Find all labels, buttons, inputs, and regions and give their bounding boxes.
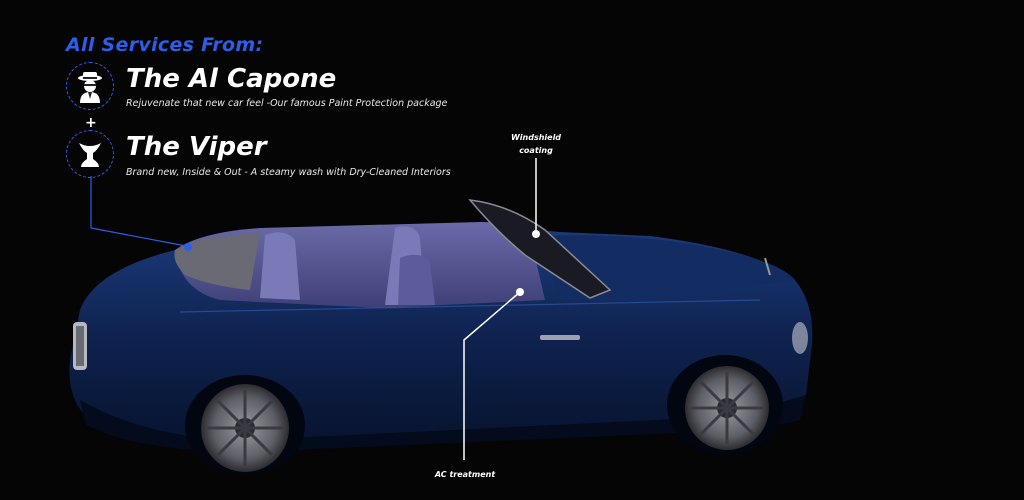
gangster-icon — [66, 62, 114, 110]
plus-sign: + — [85, 115, 97, 131]
rear-wheel — [201, 384, 289, 472]
package-title: The Al Capone — [126, 64, 337, 94]
services-heading: All Services From: — [66, 34, 264, 56]
front-wheel — [685, 366, 769, 450]
connector-line — [90, 176, 187, 247]
windshield — [468, 199, 612, 299]
ac-callout: AC treatment — [434, 470, 496, 479]
viper-icon — [66, 130, 114, 178]
windshield-callout: Windshield coating — [510, 133, 562, 155]
package-title: The Viper — [126, 132, 267, 162]
package-description: Brand new, Inside & Out - A steamy wash … — [126, 167, 451, 178]
windshield-dot — [532, 230, 540, 238]
connector-dot — [184, 243, 192, 251]
ac-dot — [516, 288, 524, 296]
package-description: Rejuvenate that new car feel -Our famous… — [126, 98, 448, 109]
